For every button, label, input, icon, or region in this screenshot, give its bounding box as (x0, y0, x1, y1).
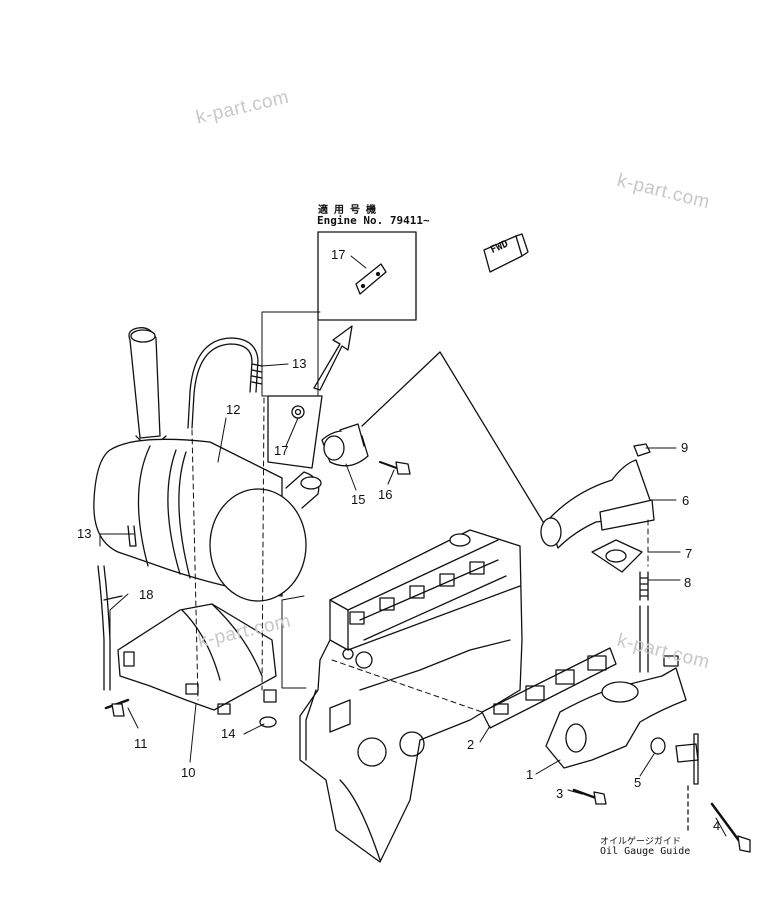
callout-13: 13 (292, 356, 307, 371)
leader-clamp (361, 351, 549, 531)
engine-number-label: Engine No. 79411~ (317, 214, 430, 227)
exhaust-elbow (540, 443, 655, 601)
applicability-inset (317, 231, 417, 321)
callout-3: 3 (556, 786, 564, 801)
fwd-badge (483, 233, 529, 273)
muffler (93, 327, 322, 602)
spacer-5 (650, 737, 666, 755)
callout-11: 11 (134, 736, 148, 751)
callout-7: 7 (685, 546, 693, 561)
callout-17: 17 (274, 443, 289, 458)
callout-14: 14 (221, 726, 236, 741)
exhaust-manifold (545, 605, 687, 769)
callout-1: 1 (526, 767, 534, 782)
inset-arrow (313, 325, 353, 391)
applicability-jp-label: 適 用 号 機 (318, 205, 377, 216)
clamp-assembly (267, 395, 411, 475)
inset-callout-17: 17 (331, 247, 346, 262)
oil-gauge-bracket (675, 733, 751, 853)
manifold-gasket (481, 647, 617, 729)
callout-9: 9 (681, 440, 689, 455)
engine-block (299, 529, 523, 863)
leader-lines (99, 311, 727, 837)
bolt-3 (572, 788, 607, 805)
callout-6: 6 (682, 493, 690, 508)
wire-u-bolt (127, 337, 263, 547)
callout-4: 4 (713, 818, 721, 833)
callout-16: 16 (378, 487, 393, 502)
callout-12: 12 (226, 402, 241, 417)
callout-8: 8 (684, 575, 692, 590)
callout-2: 2 (467, 737, 475, 752)
oil-gauge-jp-label: オイルゲージガイド (600, 837, 681, 847)
oil-gauge-en-label: Oil Gauge Guide (600, 846, 691, 857)
callout-5: 5 (634, 775, 642, 790)
callout-15: 15 (351, 492, 366, 507)
callout-18: 18 (139, 587, 154, 602)
callout-13-lower: 13 (77, 526, 92, 541)
alignment-lines (191, 397, 649, 713)
callout-10: 10 (181, 765, 196, 780)
